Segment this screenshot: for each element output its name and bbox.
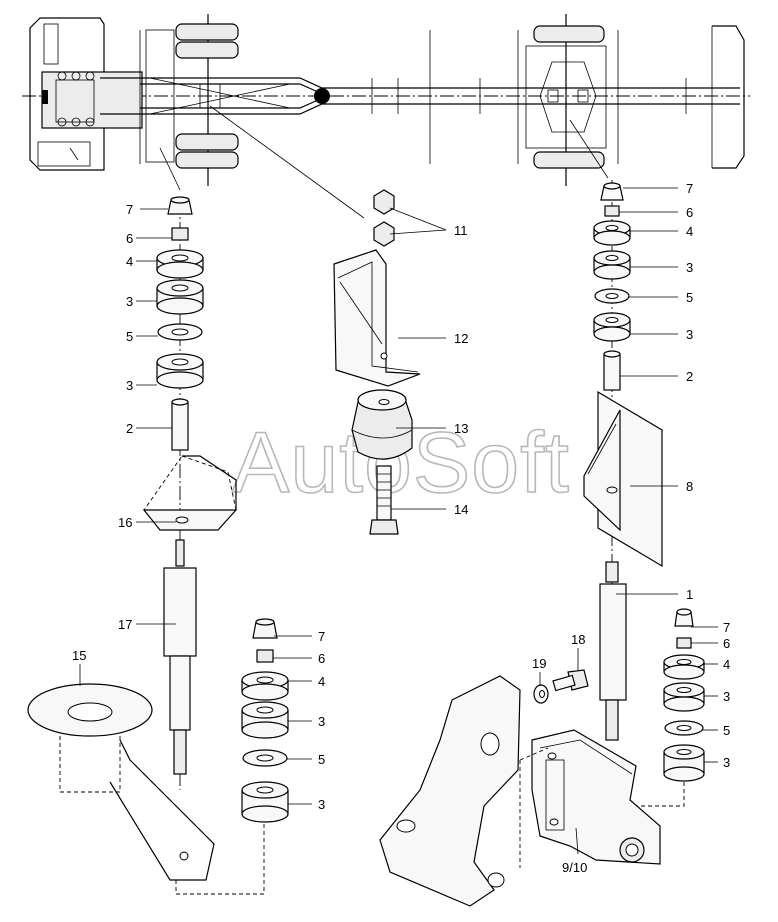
centre-mount-stack <box>333 189 421 535</box>
callout-6: 6 <box>318 651 325 666</box>
mounting-pad-15 <box>27 683 265 895</box>
callout-4: 4 <box>318 674 325 689</box>
callout-8: 8 <box>686 479 693 494</box>
callout-5: 5 <box>723 723 730 738</box>
chassis-top-view <box>22 14 750 186</box>
callout-2: 2 <box>686 369 693 384</box>
callout-6: 6 <box>723 636 730 651</box>
callout-15: 15 <box>72 648 86 663</box>
callout-4: 4 <box>126 254 133 269</box>
callout-7: 7 <box>686 181 693 196</box>
callout-3: 3 <box>686 327 693 342</box>
callout-labels: 7 6 4 3 5 3 2 16 17 15 11 12 13 14 7 6 4… <box>72 181 730 875</box>
callout-3: 3 <box>126 378 133 393</box>
right-mount-stack <box>583 180 663 741</box>
callout-13: 13 <box>454 421 468 436</box>
callout-3: 3 <box>723 755 730 770</box>
callout-5: 5 <box>126 329 133 344</box>
callout-3: 3 <box>723 689 730 704</box>
callout-1: 1 <box>686 587 693 602</box>
callout-3: 3 <box>686 260 693 275</box>
callout-6: 6 <box>126 231 133 246</box>
callout-3: 3 <box>126 294 133 309</box>
callout-7: 7 <box>318 629 325 644</box>
callout-14: 14 <box>454 502 468 517</box>
callout-7: 7 <box>723 620 730 635</box>
leader-lines <box>79 187 718 855</box>
callout-18: 18 <box>571 632 585 647</box>
callout-11: 11 <box>454 223 468 238</box>
callout-9-10: 9/10 <box>562 860 587 875</box>
callout-19: 19 <box>532 656 546 671</box>
callout-4: 4 <box>723 657 730 672</box>
callout-5: 5 <box>318 752 325 767</box>
bottom-right-mount-stack <box>605 608 705 807</box>
callout-6: 6 <box>686 205 693 220</box>
callout-3: 3 <box>318 714 325 729</box>
callout-12: 12 <box>454 331 468 346</box>
callout-3: 3 <box>318 797 325 812</box>
left-mount-stack <box>142 196 238 790</box>
callout-4: 4 <box>686 224 693 239</box>
callout-7: 7 <box>126 202 133 217</box>
callout-17: 17 <box>118 617 132 632</box>
callout-5: 5 <box>686 290 693 305</box>
bottom-middle-mount-stack <box>241 618 289 823</box>
callout-2: 2 <box>126 421 133 436</box>
callout-16: 16 <box>118 515 132 530</box>
bracket-assembly-9-10 <box>379 669 661 907</box>
